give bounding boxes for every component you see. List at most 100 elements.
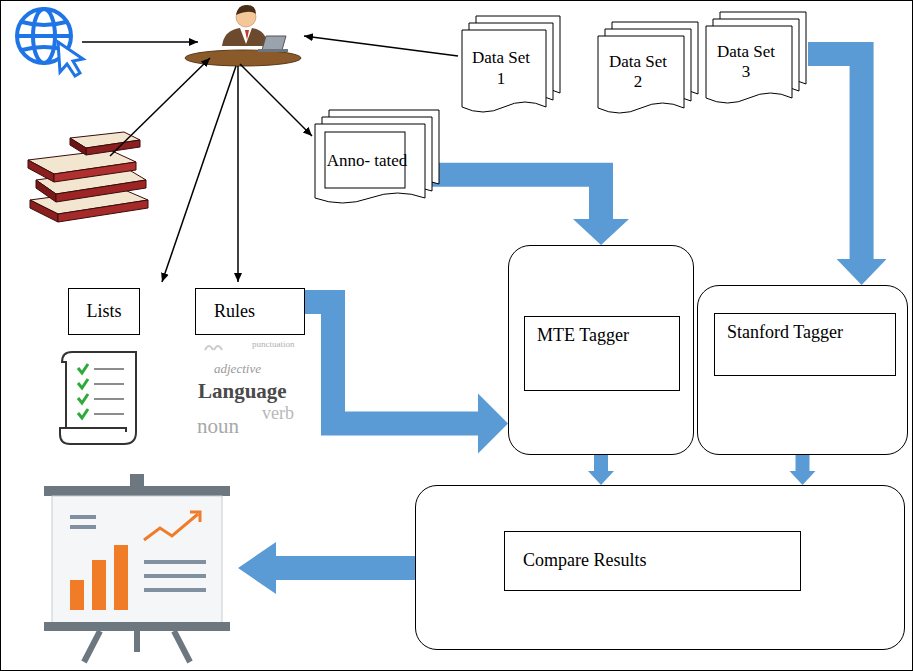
- globe-icon: [17, 9, 83, 76]
- globe-icon: [22, 22, 66, 25]
- block-arrow: [305, 302, 508, 454]
- node-label: Data Set 3: [714, 42, 778, 83]
- person-at-desk-icon: [258, 49, 288, 52]
- person-at-desk-icon: [185, 5, 301, 66]
- node-label: Anno- tated: [327, 151, 408, 171]
- arrow-shaft: [594, 455, 608, 471]
- word-cloud-word: Language: [198, 381, 287, 402]
- node-label: Lists: [86, 301, 121, 323]
- presentation-board-icon: [190, 512, 200, 522]
- checklist-scroll-icon: [60, 352, 136, 444]
- presentation-board-icon: [44, 622, 230, 631]
- presentation-board-icon: [84, 631, 100, 662]
- presentation-board-icon: [92, 560, 106, 610]
- presentation-board-icon: [70, 580, 84, 610]
- block-arrow: [790, 455, 816, 485]
- presentation-board-icon: [144, 514, 198, 540]
- word-cloud-marks: [205, 346, 222, 350]
- block-arrow: [425, 175, 629, 245]
- presentation-board-icon: [144, 560, 206, 564]
- tagger-box: Stanford Tagger: [714, 313, 896, 376]
- document-page: [315, 124, 425, 203]
- arrow-shaft: [425, 175, 601, 219]
- lists-box: Lists: [68, 288, 140, 335]
- globe-icon: [58, 42, 83, 76]
- books-icon: [36, 180, 56, 202]
- block-arrow: [588, 455, 614, 485]
- checklist-scroll-icon: [94, 413, 124, 415]
- node-label: Data Set 1: [470, 48, 532, 89]
- presentation-board-icon: [44, 486, 230, 496]
- output-block-arrow: [238, 542, 415, 594]
- person-arrows: [82, 41, 198, 43]
- arrow-shaft: [808, 54, 862, 259]
- arrow-head: [790, 471, 816, 485]
- arrow-shaft: [305, 302, 478, 424]
- presentation-board-icon: [70, 515, 96, 519]
- arrow-head: [573, 219, 629, 245]
- checklist-scroll-icon: [78, 364, 88, 373]
- checklist-scroll-icon: [62, 352, 72, 428]
- node-label: Data Set 2: [606, 52, 670, 93]
- checklist-scroll-icon: [60, 352, 136, 444]
- presentation-board-icon: [114, 545, 128, 610]
- checklist-scroll-icon: [94, 368, 124, 370]
- word-cloud-word: punctuation: [252, 340, 295, 349]
- person-arrows: [240, 64, 312, 136]
- document-page: [706, 26, 792, 103]
- presentation-board-icon: [44, 474, 230, 662]
- output-block-arrow: [238, 542, 415, 594]
- presentation-board-icon: [70, 525, 96, 529]
- block-arrow: [808, 54, 887, 285]
- arrow-head: [837, 259, 887, 285]
- books-icon: [28, 132, 148, 222]
- checklist-scroll-icon: [94, 383, 124, 385]
- person-at-desk-icon: [245, 30, 249, 40]
- node-label: Stanford Tagger: [727, 322, 843, 344]
- person-at-desk-icon: [222, 28, 268, 46]
- person-at-desk-icon: [240, 28, 252, 44]
- document-page: [598, 36, 684, 113]
- person-arrows: [110, 58, 210, 156]
- compare-box: Compare Results: [504, 531, 801, 591]
- rules-box: Rules: [195, 288, 305, 335]
- word-cloud-word: adjective: [214, 362, 261, 375]
- books-icon: [58, 200, 148, 222]
- checklist-scroll-icon: [78, 364, 88, 418]
- globe-icon: [17, 34, 71, 38]
- person-arrows: [162, 66, 236, 282]
- tagger-box: MTE Tagger: [524, 316, 680, 391]
- presentation-board-icon: [144, 574, 206, 578]
- data-set-document: Data Set 3: [706, 26, 792, 106]
- checklist-scroll-icon: [94, 398, 124, 400]
- data-set-document: Data Set 1: [462, 30, 546, 115]
- tagger-panel: Stanford Tagger: [697, 285, 908, 455]
- person-at-desk-icon: [236, 5, 256, 15]
- checklist-scroll-icon: [78, 379, 88, 388]
- annotated-document: Anno- tated: [315, 124, 425, 206]
- books-icon: [56, 180, 146, 202]
- person-arrows: [237, 66, 239, 282]
- checklist-scroll-icon: [78, 409, 88, 418]
- books-icon: [30, 200, 58, 222]
- presentation-board-icon: [52, 496, 222, 624]
- arrow-shaft: [796, 455, 810, 471]
- word-cloud-word: noun: [197, 416, 239, 437]
- compare-panel: Compare Results: [415, 485, 905, 650]
- word-cloud-marks: [205, 346, 222, 350]
- checklist-scroll-icon: [78, 394, 88, 403]
- person-arrows: [82, 36, 458, 282]
- node-label: MTE Tagger: [537, 325, 629, 347]
- document-page: [462, 30, 546, 112]
- presentation-board-icon: [134, 631, 140, 652]
- person-at-desk-icon: [185, 50, 301, 66]
- arrow-head: [478, 394, 508, 454]
- node-label: Compare Results: [523, 550, 647, 572]
- presentation-board-icon: [144, 588, 206, 592]
- books-icon: [70, 138, 86, 155]
- person-arrows: [304, 36, 458, 56]
- data-set-document: Data Set 2: [598, 36, 684, 116]
- books-icon: [54, 162, 136, 182]
